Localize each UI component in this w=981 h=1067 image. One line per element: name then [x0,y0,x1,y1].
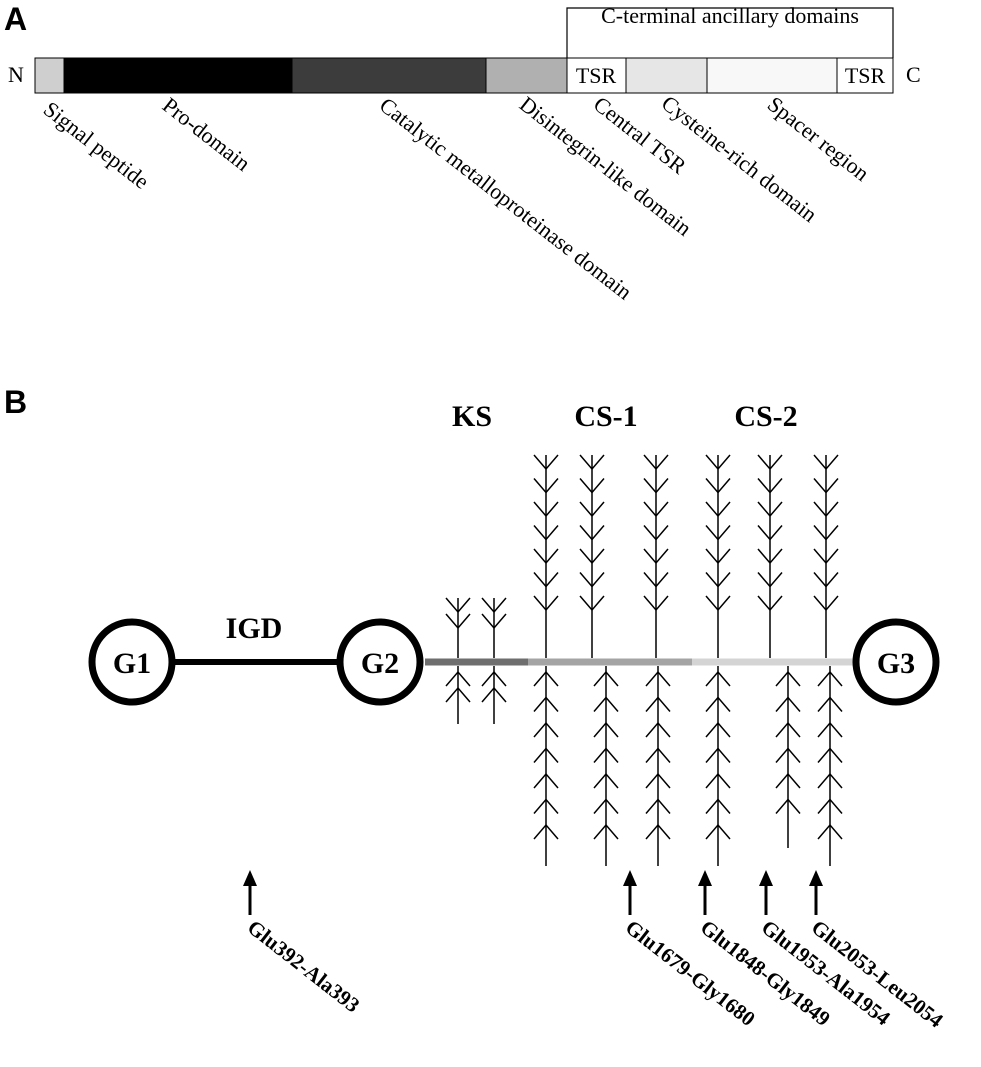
panel-b: B IGD KS CS-1 CS-2 G1 G2 G3 [4,384,948,1033]
panel-a-letter: A [4,1,27,37]
ancillary-bracket [566,7,894,58]
panel-b-letter: B [4,384,27,420]
ks-label: KS [452,400,492,433]
g3-domain [852,618,940,706]
label-catalytic: Catalytic metalloproteinase domain [375,92,637,304]
g1-domain [88,618,176,706]
label-signal-peptide: Signal peptide [39,96,154,194]
label-pro-domain: Pro-domain [158,92,255,176]
cs-chain-down-6 [817,666,843,866]
cs-chain-down-1 [533,666,559,866]
segment-terminal-tsr [836,57,894,94]
segment-spacer [706,57,838,94]
terminal-tsr-box-label: TSR [845,63,886,88]
cs-chain-up-6 [813,454,839,658]
cs1-label: CS-1 [574,400,637,433]
ks-chain-up-2 [481,597,507,658]
g2-domain [336,618,424,706]
igd-label: IGD [226,612,283,645]
segment-pro-domain [63,57,293,94]
cleavage-label-glu1679: Glu1679-Gly1680 [621,915,760,1031]
gag-chains [445,454,843,866]
g1-label: G1 [113,647,151,680]
cs-chain-down-4 [705,666,731,866]
segment-catalytic [291,57,487,94]
cs-chain-down-5 [775,666,801,848]
cs-chain-up-1 [533,454,559,658]
cs-chain-up-5 [757,454,783,658]
cs-chain-up-2 [579,454,605,658]
cleavage-arrow-4 [759,870,773,915]
cleavage-arrow-2 [623,870,637,915]
cleavage-label-glu392: Glu392-Ala393 [243,915,364,1017]
cs-chain-down-2 [593,666,619,866]
cleavage-arrow-1 [243,870,257,915]
ks-chain-up-1 [445,597,471,658]
segment-disintegrin [485,57,568,94]
segment-cysteine-rich [625,57,708,94]
cleavage-arrow-5 [809,870,823,915]
cs2-label: CS-2 [734,400,797,433]
cs-chain-up-3 [643,454,669,658]
cleavage-arrow-3 [698,870,712,915]
ks-chain-down-2 [481,666,507,724]
ancillary-header: C-terminal ancillary domains [601,3,859,28]
central-tsr-box-label: TSR [576,63,617,88]
ks-chain-down-1 [445,666,471,724]
segment-signal-peptide [34,57,65,94]
g2-label: G2 [361,647,399,680]
g3-label: G3 [877,647,915,680]
cs-chain-up-4 [705,454,731,658]
cs-chain-down-3 [645,666,671,866]
panel-a: A N C C-terminal ancillary domains TSR T… [4,1,921,305]
n-terminus-label: N [8,62,24,87]
c-terminus-label: C [906,62,921,87]
label-spacer: Spacer region [763,91,874,186]
